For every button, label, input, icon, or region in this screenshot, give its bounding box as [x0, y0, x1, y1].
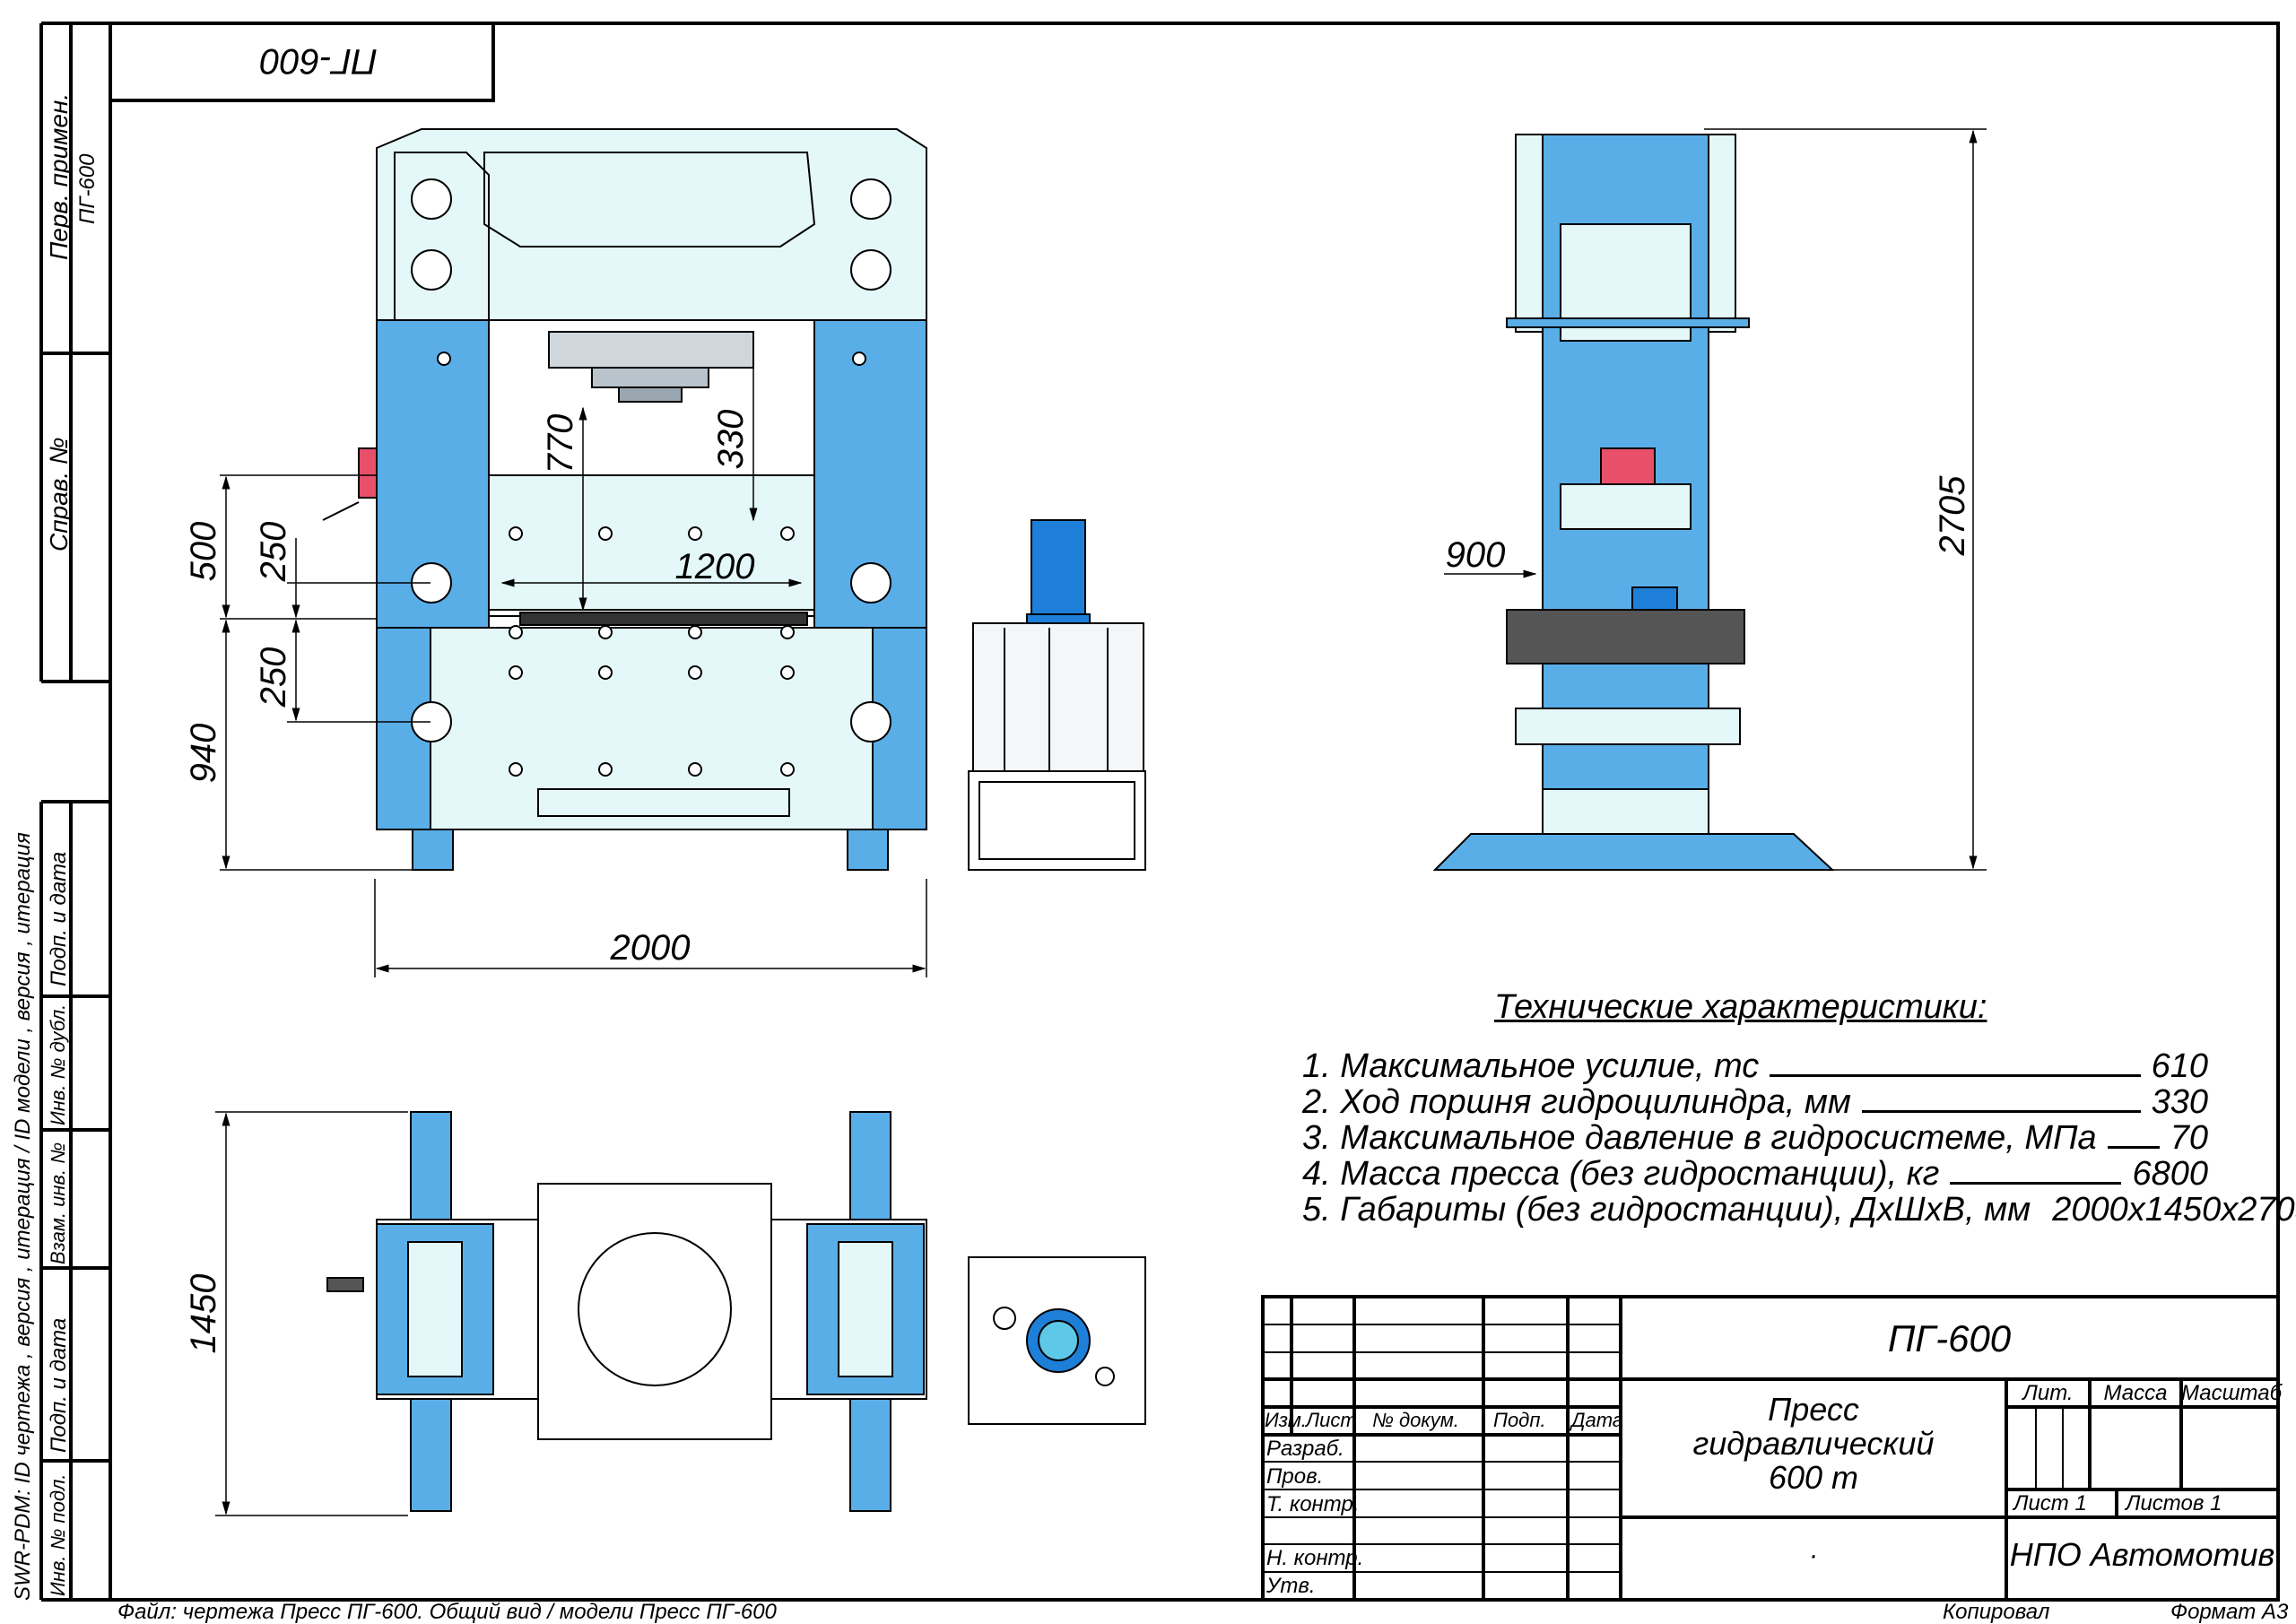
top-dimensions: [215, 1111, 408, 1516]
specs-title: Технические характеристики:: [1494, 988, 1987, 1026]
role-developer: Разраб.: [1266, 1437, 1344, 1461]
spec-value: 330: [2151, 1083, 2208, 1121]
product-name-line1: Пресс: [1768, 1391, 1859, 1428]
dim-1200: 1200: [675, 547, 755, 586]
orig-inv-no-label: Инв. № подл.: [47, 1473, 69, 1596]
sign-date-label-2: Подп. и дата: [47, 1317, 71, 1453]
front-view: [322, 128, 927, 871]
header-izm: Изм.: [1265, 1409, 1307, 1431]
dim-width-2000: 2000: [610, 928, 691, 968]
header-doc-no: № докум.: [1372, 1409, 1459, 1431]
mass-label: Масса: [2103, 1381, 2168, 1405]
top-view: [326, 1111, 927, 1512]
sheet-number: Лист 1: [2013, 1491, 2087, 1515]
header-date: Дата: [1571, 1409, 1624, 1431]
product-name-line3: 600 т: [1768, 1459, 1859, 1496]
spec-value: 610: [2151, 1047, 2208, 1085]
dim-250-lower: 250: [254, 647, 293, 708]
spec-value: 2000x1450x2705: [2052, 1191, 2296, 1229]
copied-label: Копировал: [1943, 1600, 2050, 1624]
sheet-frame: [39, 22, 2280, 1602]
front-dimensions: [220, 368, 927, 977]
rotated-designation-stamp: ПГ-600: [260, 41, 378, 81]
lit-label: Лит.: [2022, 1381, 2074, 1405]
hydraulic-unit-top: [968, 1256, 1146, 1425]
dim-900: 900: [1446, 535, 1506, 575]
side-view: [1432, 134, 1835, 871]
spec-label: 4. Масса пресса (без гидростанции), кг: [1302, 1155, 1940, 1193]
side-dimensions: [1444, 128, 1987, 871]
dim-330: 330: [711, 410, 751, 470]
first-use-value: ПГ-600: [75, 153, 100, 224]
spec-value: 6800: [2132, 1155, 2208, 1193]
role-tech-control: Т. контр.: [1266, 1492, 1360, 1516]
material: ·: [1809, 1541, 1818, 1570]
header-list: Лист: [1306, 1409, 1357, 1431]
first-use-label: Перв. примен.: [45, 92, 73, 260]
role-approved: Утв.: [1266, 1574, 1316, 1598]
ref-no-label: Справ. №: [45, 437, 73, 551]
dim-500: 500: [184, 522, 223, 582]
spec-item: 4. Масса пресса (без гидростанции), кг 68…: [1302, 1155, 2208, 1194]
spec-label: 2. Ход поршня гидроцилиндра, мм: [1302, 1083, 1851, 1121]
dim-height-2705: 2705: [1933, 475, 1972, 557]
dup-inv-no-label: Инв. № дубл.: [47, 1003, 69, 1125]
scale-label: Масштаб: [2181, 1381, 2283, 1405]
spec-label: 1. Максимальное усилие, тс: [1302, 1047, 1760, 1085]
organization: НПО Автомотив: [2009, 1536, 2275, 1573]
file-info: Файл: чертежа Пресс ПГ-600. Общий вид / …: [117, 1600, 777, 1624]
hydraulic-unit-front: [968, 519, 1146, 871]
role-checker: Пров.: [1266, 1464, 1324, 1489]
designation: ПГ-600: [1887, 1317, 2012, 1359]
spec-item: 3. Максимальное давление в гидросистеме,…: [1302, 1119, 2208, 1158]
spec-value: 70: [2170, 1119, 2208, 1157]
pdm-note: SWR-PDM: ID чертежа , версия , итерация …: [11, 832, 35, 1601]
spec-item: 5. Габариты (без гидростанции), ДхШхВ, м…: [1302, 1191, 2296, 1229]
header-sign: Подп.: [1493, 1409, 1546, 1431]
dim-250-upper: 250: [254, 522, 293, 583]
spec-item: 2. Ход поршня гидроцилиндра, мм 330: [1302, 1083, 2208, 1122]
replace-inv-no-label: Взам. инв. №: [47, 1142, 69, 1264]
sheet-count: Листов 1: [2126, 1491, 2222, 1515]
title-block-grid: [1261, 1295, 2280, 1602]
dim-depth-1450: 1450: [184, 1274, 223, 1354]
dim-770: 770: [541, 414, 580, 474]
role-norm-control: Н. контр.: [1266, 1546, 1364, 1570]
dim-940: 940: [184, 724, 223, 784]
format-label: Формат А3: [2170, 1600, 2289, 1624]
spec-label: 3. Максимальное давление в гидросистеме,…: [1302, 1119, 2097, 1157]
spec-label: 5. Габариты (без гидростанции), ДхШхВ, м…: [1302, 1191, 2031, 1229]
product-name-line2: гидравлический: [1692, 1425, 1935, 1462]
sign-date-label-1: Подп. и дата: [47, 851, 71, 986]
spec-item: 1. Максимальное усилие, тс 610: [1302, 1047, 2208, 1086]
